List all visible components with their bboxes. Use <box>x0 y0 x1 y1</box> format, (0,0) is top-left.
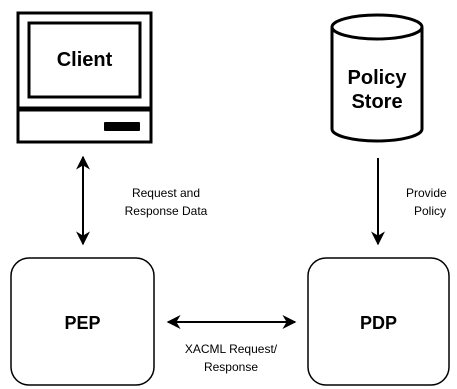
policy-store-label-line1: Policy <box>348 67 408 89</box>
policy-store-cylinder-icon: Policy Store <box>330 13 424 143</box>
policy-store-label-line2: Store <box>351 91 402 113</box>
pep-pdp-label-line2: Response <box>204 360 258 374</box>
client-computer-icon: Client <box>16 11 153 144</box>
client-drive-slot <box>104 122 140 131</box>
pdp-label: PDP <box>360 313 397 333</box>
pdp-box <box>307 257 450 386</box>
store-pdp-label-line2: Policy <box>414 204 446 218</box>
pep-label: PEP <box>64 313 100 333</box>
pep-node: PEP <box>10 257 155 386</box>
client-label: Client <box>57 49 113 71</box>
pdp-node: PDP <box>307 257 450 386</box>
pep-pdp-label-line1: XACML Request/ <box>185 342 278 356</box>
policy-store-top <box>330 13 424 41</box>
client-pep-label-line1: Request and <box>132 186 200 200</box>
client-screen <box>27 21 142 99</box>
pep-box <box>10 257 155 386</box>
policy-store-body <box>330 27 424 143</box>
client-pep-label-line2: Response Data <box>125 204 208 218</box>
store-pdp-label-line1: Provide <box>406 186 447 200</box>
